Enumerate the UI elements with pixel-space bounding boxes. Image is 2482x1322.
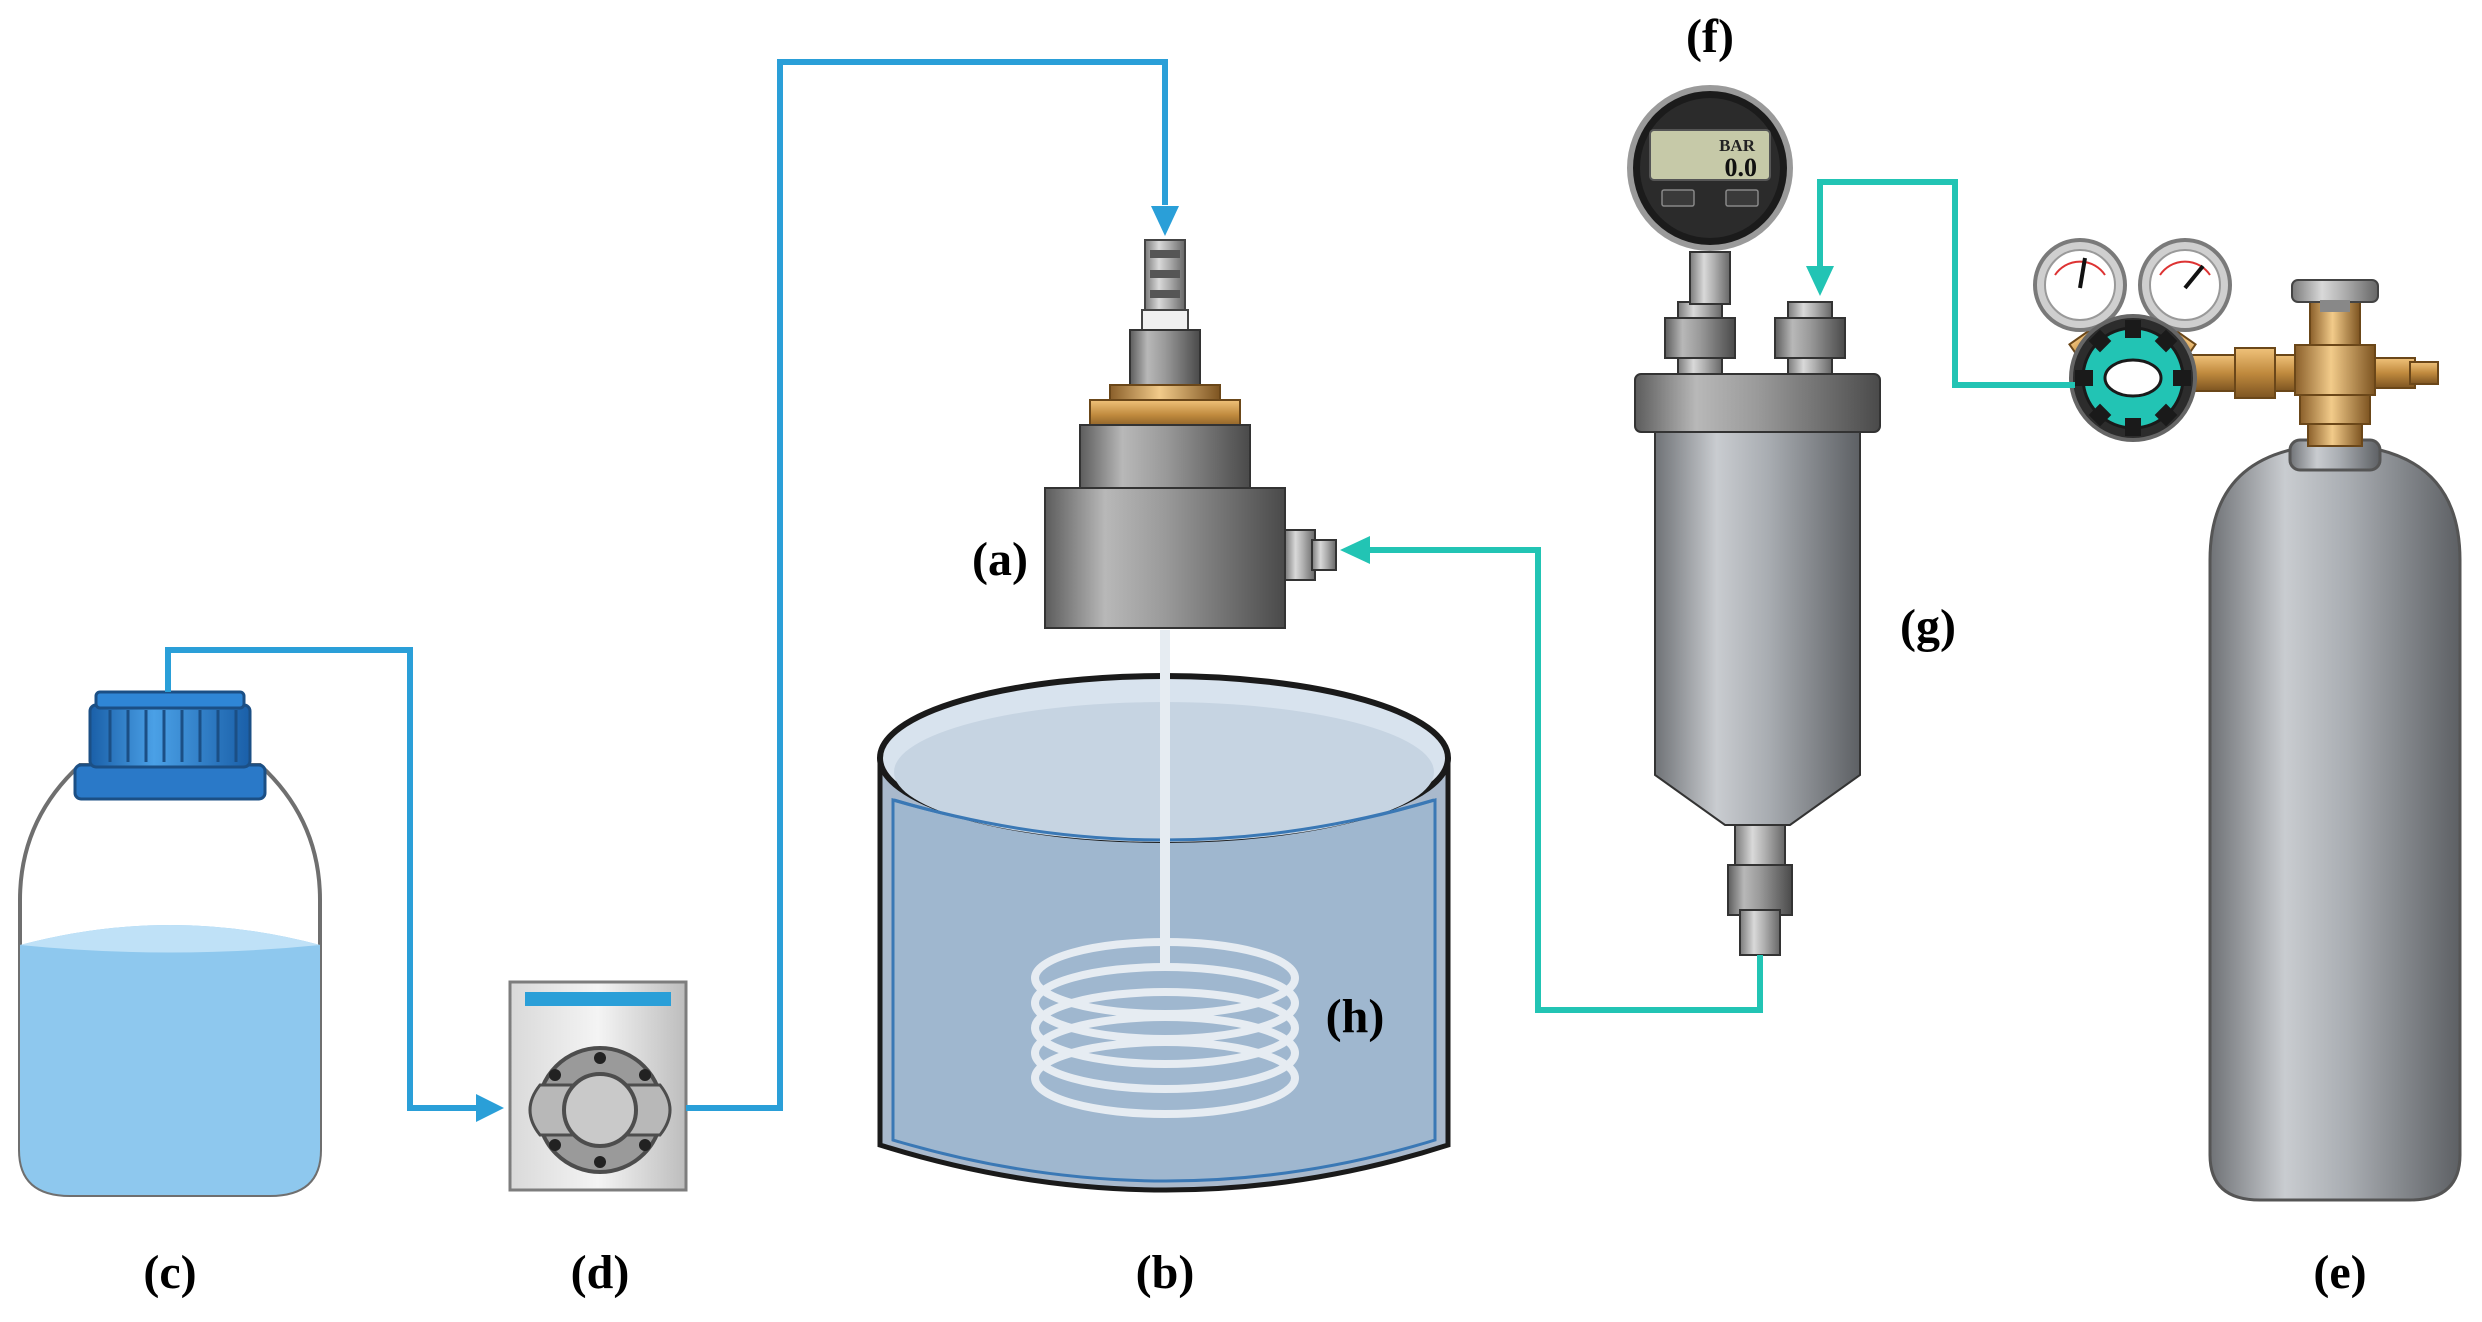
label-h: (h) (1326, 990, 1385, 1043)
label-b: (b) (1136, 1246, 1195, 1299)
liquid-line-bottle-to-pump (165, 647, 478, 1111)
gas-line-vessel-to-cell (1370, 547, 1763, 1013)
gauge-unit: BAR (1719, 136, 1756, 155)
gauge-button-right (1725, 189, 1759, 207)
label-d: (d) (571, 1246, 630, 1299)
label-g: (g) (1900, 600, 1956, 653)
label-a: (a) (972, 533, 1028, 586)
liquid-line-pump-to-cell (686, 59, 1168, 1111)
gauge-display (1649, 129, 1771, 181)
arrow-into-vessel (1806, 266, 1834, 296)
cooling-coil (1031, 938, 1299, 1118)
arrow-into-cell (1151, 206, 1179, 236)
peristaltic-pump (508, 980, 688, 1192)
arrow-into-cell-side (1340, 536, 1370, 564)
digital-pressure-gauge: BAR 0.0 (1627, 85, 1793, 305)
pressure-regulator (2033, 238, 2232, 442)
label-f: (f) (1686, 10, 1734, 63)
label-c: (c) (143, 1246, 196, 1299)
bottle-liquid (20, 925, 320, 1195)
cooling-bath (877, 630, 1451, 1193)
gas-line-regulator-to-vessel (1817, 179, 2075, 388)
reservoir-bottle (18, 690, 322, 1197)
label-e: (e) (2313, 1246, 2366, 1299)
gas-vessel (1634, 301, 1881, 956)
bottle-cap-ring (73, 763, 267, 801)
arrow-into-pump (476, 1094, 504, 1122)
gauge-button-left (1661, 189, 1695, 207)
mixing-cell (1044, 239, 1337, 629)
gauge-reading: 0.0 (1725, 153, 1758, 182)
bottle-cap (88, 703, 252, 769)
gas-cylinder (2179, 279, 2462, 1202)
